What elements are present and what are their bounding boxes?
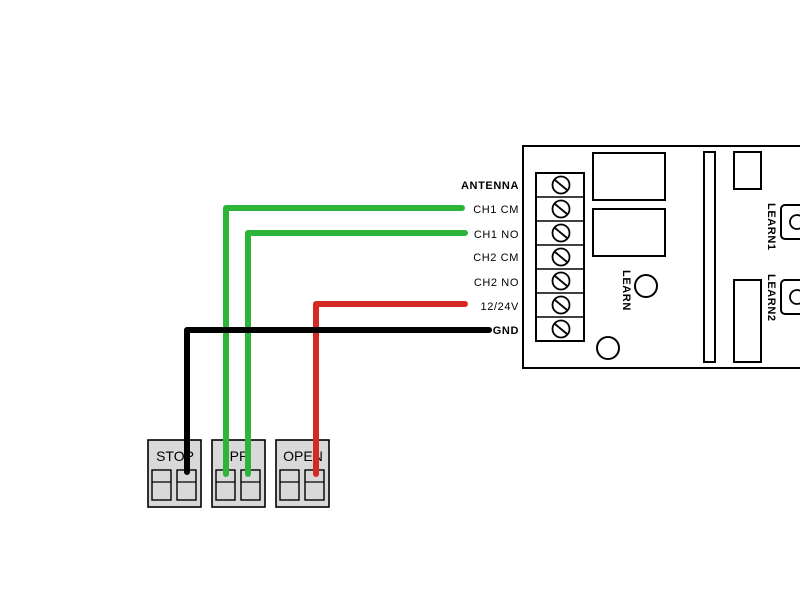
learn1-button[interactable] [780,204,800,240]
terminal-block-pp: PP [211,439,266,508]
small-component [733,151,762,190]
screw-icon [551,199,571,219]
terminal-label-ch1-no: CH1 NO [474,229,519,241]
terminal-label-ch1-cm: CH1 CM [473,204,519,216]
receiver-terminal-labels: ANTENNA CH1 CM CH1 NO CH2 CM CH2 NO 12/2… [461,180,520,337]
board-hole [596,336,620,360]
screw-icon [551,271,571,291]
terminal-block-open: OPEN [275,439,330,508]
relay-1 [592,152,666,201]
screw-icon [551,223,571,243]
screw-icon [551,319,571,339]
terminal-label-12-24v: 12/24V [481,301,520,313]
screw-icon [551,247,571,267]
learn2-button[interactable] [780,279,800,315]
wire-ch1-no-green [245,230,468,477]
screw-icon [551,175,571,195]
wire-gnd-black [184,327,492,475]
terminal-label-antenna: ANTENNA [461,180,519,192]
relay-2 [592,208,666,257]
terminal-label-gnd: GND [493,325,519,337]
open-label: OPEN [283,448,323,464]
terminal-label-ch2-cm: CH2 CM [473,252,519,264]
screw-icon [551,295,571,315]
tall-component [733,279,762,363]
receiver-terminal-strip [535,172,585,342]
learn1-label: LEARN1 [765,203,777,251]
receiver-board: LEARN LEARN1 LEARN2 [522,145,800,369]
wire-ch1-cm-green [223,205,465,477]
learn2-label: LEARN2 [765,274,777,322]
wires [184,205,492,477]
terminal-block-stop: STOP [147,439,202,508]
wire-12-24v-red [313,301,468,477]
pp-label: PP [230,448,249,464]
learn-led [634,274,658,298]
vertical-strip [703,151,716,363]
terminal-label-ch2-no: CH2 NO [474,277,519,289]
learn-label: LEARN [620,270,632,311]
